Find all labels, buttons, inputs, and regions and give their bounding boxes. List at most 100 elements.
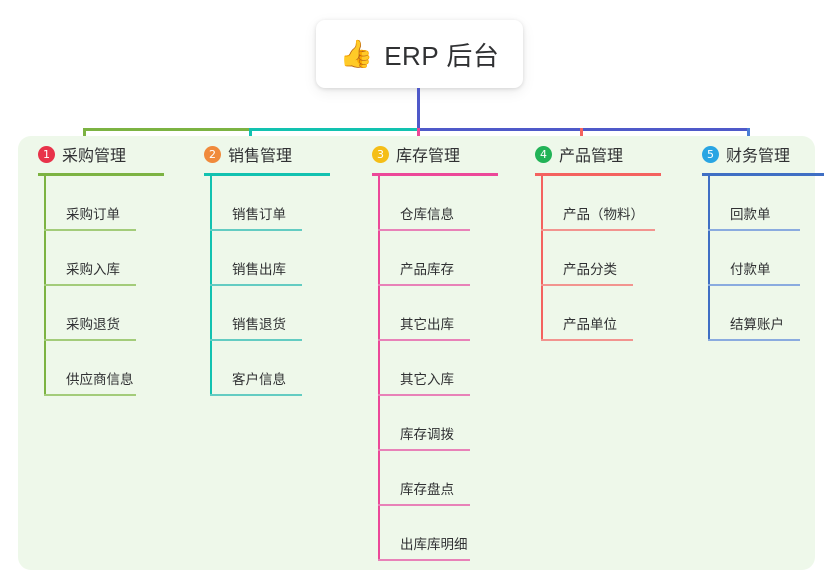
branch-header-1[interactable]: 1 采购管理: [38, 136, 206, 168]
leaf-item[interactable]: 供应商信息: [44, 341, 206, 396]
leaf-item[interactable]: 产品单位: [541, 286, 703, 341]
leaf-item-label: 销售出库: [232, 262, 286, 278]
leaf-item-label: 销售订单: [232, 207, 286, 223]
branch-column-5: 5 财务管理回款单付款单结算账户: [702, 136, 839, 341]
leaf-item[interactable]: 产品分类: [541, 231, 703, 286]
leaf-item-label: 客户信息: [232, 372, 286, 388]
branch-leaf-list-4: 产品（物料） 产品分类产品单位: [541, 176, 703, 341]
leaf-item-label: 产品（物料）: [563, 207, 644, 223]
branch-header-3[interactable]: 3 库存管理: [372, 136, 540, 168]
leaf-item[interactable]: 结算账户: [708, 286, 839, 341]
leaf-item[interactable]: 采购入库: [44, 231, 206, 286]
leaf-item-underline: [708, 229, 800, 231]
branch-spine-2: [210, 176, 212, 396]
branches-panel: 1 采购管理采购订单采购入库采购退货供应商信息 2 销售管理销售订单销售出库销售退货…: [18, 136, 824, 570]
leaf-item-underline: [708, 284, 800, 286]
branch-spine-4: [541, 176, 543, 341]
leaf-item-underline: [44, 229, 136, 231]
leaf-item[interactable]: 仓库信息: [378, 176, 540, 231]
leaf-item[interactable]: 产品（物料）: [541, 176, 703, 231]
leaf-item-label: 仓库信息: [400, 207, 454, 223]
branch-leaf-list-3: 仓库信息产品库存其它出库其它入库库存调拨库存盘点出库库明细: [378, 176, 540, 561]
leaf-item[interactable]: 销售退货: [210, 286, 372, 341]
branch-spine-1: [44, 176, 46, 396]
branch-badge-1: 1: [38, 145, 55, 163]
branch-title-2: 销售管理: [228, 148, 293, 165]
leaf-item-underline: [378, 449, 470, 451]
leaf-item-label: 库存盘点: [400, 482, 454, 498]
branch-header-5[interactable]: 5 财务管理: [702, 136, 839, 168]
leaf-item-underline: [378, 339, 470, 341]
bar-segment-blue: [417, 128, 750, 131]
branch-spine-3: [378, 176, 380, 561]
leaf-item-label: 库存调拨: [400, 427, 454, 443]
leaf-item-label: 回款单: [730, 207, 771, 223]
leaf-item-underline: [541, 284, 633, 286]
branch-underline-1: [38, 173, 164, 176]
leaf-item-underline: [378, 504, 470, 506]
leaf-item-underline: [44, 339, 136, 341]
branch-title-3: 库存管理: [396, 148, 461, 165]
leaf-item[interactable]: 库存调拨: [378, 396, 540, 451]
leaf-item[interactable]: 销售出库: [210, 231, 372, 286]
branch-leaf-list-2: 销售订单销售出库销售退货客户信息: [210, 176, 372, 396]
leaf-item[interactable]: 付款单: [708, 231, 839, 286]
leaf-item-label: 出库库明细: [400, 537, 468, 553]
leaf-item[interactable]: 回款单: [708, 176, 839, 231]
leaf-item-underline: [378, 394, 470, 396]
leaf-item-label: 产品单位: [563, 317, 617, 333]
branch-leaf-list-5: 回款单付款单结算账户: [708, 176, 839, 341]
branch-underline-3: [372, 173, 498, 176]
leaf-item-underline: [541, 339, 633, 341]
branch-badge-4: 4: [535, 145, 552, 163]
leaf-item-label: 其它出库: [400, 317, 454, 333]
leaf-item[interactable]: 库存盘点: [378, 451, 540, 506]
thumbs-up-icon: 👍: [339, 38, 374, 69]
leaf-item-label: 采购入库: [66, 262, 120, 278]
leaf-item-underline: [210, 394, 302, 396]
leaf-item[interactable]: 采购退货: [44, 286, 206, 341]
leaf-item-label: 付款单: [730, 262, 771, 278]
leaf-item[interactable]: 产品库存: [378, 231, 540, 286]
leaf-item-underline: [378, 559, 470, 561]
root-node[interactable]: 👍 ERP 后台: [316, 20, 523, 88]
leaf-item-label: 销售退货: [232, 317, 286, 333]
branch-header-2[interactable]: 2 销售管理: [204, 136, 372, 168]
leaf-item[interactable]: 出库库明细: [378, 506, 540, 561]
leaf-item-underline: [378, 229, 470, 231]
branch-title-5: 财务管理: [726, 148, 791, 165]
branch-spine-5: [708, 176, 710, 341]
leaf-item-label: 产品库存: [400, 262, 454, 278]
leaf-item-label: 供应商信息: [66, 372, 134, 388]
leaf-item-label: 产品分类: [563, 262, 617, 278]
root-trunk-connector: [417, 88, 420, 131]
branch-badge-5: 5: [702, 145, 719, 163]
root-title: ERP 后台: [384, 40, 500, 71]
leaf-item-underline: [708, 339, 800, 341]
leaf-item-underline: [44, 284, 136, 286]
branch-column-1: 1 采购管理采购订单采购入库采购退货供应商信息: [38, 136, 206, 396]
leaf-item[interactable]: 销售订单: [210, 176, 372, 231]
leaf-item-label: 结算账户: [730, 317, 784, 333]
bar-segment-green: [83, 128, 251, 131]
branch-title-1: 采购管理: [62, 148, 127, 165]
leaf-item-underline: [44, 394, 136, 396]
leaf-item[interactable]: 其它出库: [378, 286, 540, 341]
branch-badge-3: 3: [372, 145, 389, 163]
leaf-item-label: 采购订单: [66, 207, 120, 223]
leaf-item-label: 其它入库: [400, 372, 454, 388]
leaf-item[interactable]: 客户信息: [210, 341, 372, 396]
leaf-item-underline: [378, 284, 470, 286]
leaf-item-underline: [210, 284, 302, 286]
leaf-item-underline: [210, 229, 302, 231]
branch-underline-4: [535, 173, 661, 176]
leaf-item-underline: [541, 229, 655, 231]
leaf-item-label: 采购退货: [66, 317, 120, 333]
branch-badge-2: 2: [204, 145, 221, 163]
leaf-item[interactable]: 其它入库: [378, 341, 540, 396]
leaf-item[interactable]: 采购订单: [44, 176, 206, 231]
branch-column-2: 2 销售管理销售订单销售出库销售退货客户信息: [204, 136, 372, 396]
